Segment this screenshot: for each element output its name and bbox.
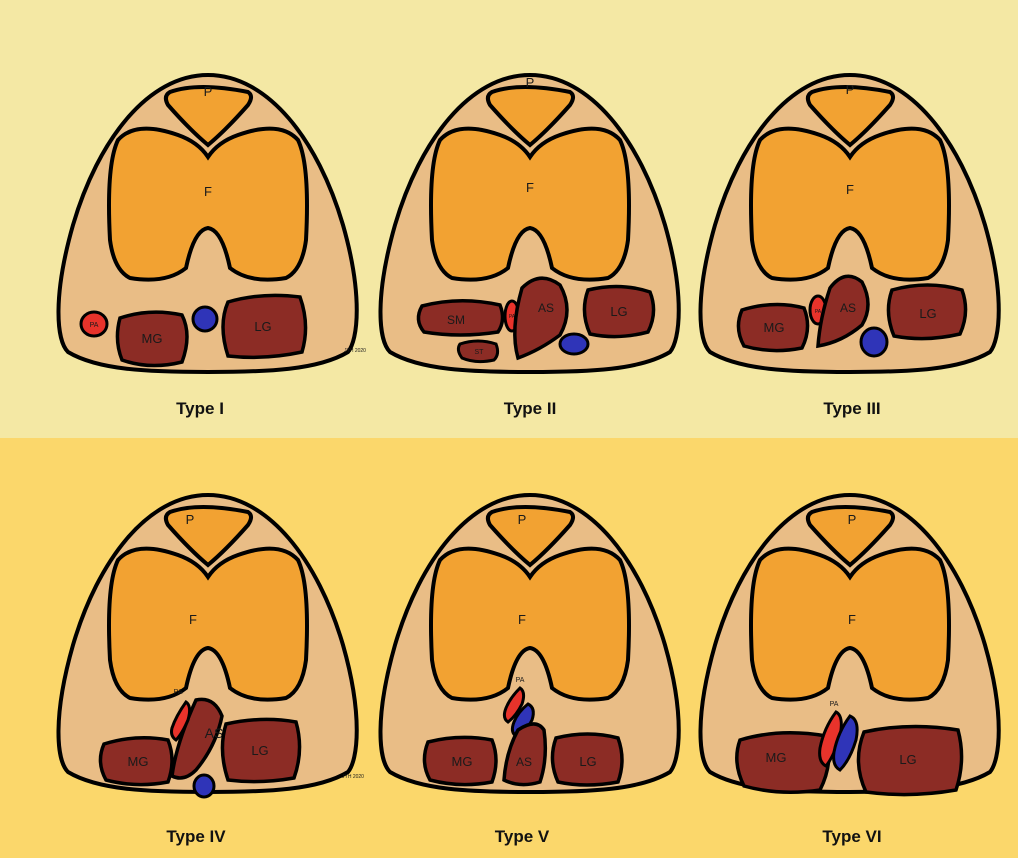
lateral-gastrocnemius-label: LG: [610, 304, 627, 319]
patella-label: P: [848, 512, 857, 527]
popliteal-vein: [194, 775, 214, 797]
medial-gastrocnemius-label: MG: [766, 750, 787, 765]
accessory-slip-label: AS: [538, 301, 554, 315]
patella-label: P: [518, 512, 527, 527]
semitendinosus-label: ST: [475, 349, 485, 356]
panel-title: Type II: [504, 399, 557, 418]
panel-title: Type IV: [166, 827, 226, 846]
artist-signature: JYH 2020: [342, 774, 364, 780]
popliteal-vein: [560, 334, 588, 354]
femur-label: F: [848, 612, 856, 627]
artery-label: PA: [174, 689, 183, 696]
patella-label: P: [846, 82, 855, 97]
accessory-slip-label: AS: [205, 725, 224, 741]
semimembranosus-label: SM: [447, 313, 465, 327]
lateral-gastrocnemius-label: LG: [254, 319, 271, 334]
lateral-gastrocnemius-label: LG: [579, 754, 596, 769]
patella-label: P: [186, 512, 195, 527]
medial-gastrocnemius-label: MG: [452, 754, 473, 769]
panel-title: Type VI: [822, 827, 881, 846]
artery-label: PA: [90, 322, 99, 329]
patella-label: P: [526, 75, 535, 90]
medial-gastrocnemius-label: MG: [128, 754, 149, 769]
panel-title: Type I: [176, 399, 224, 418]
femur-label: F: [204, 184, 212, 199]
lateral-gastrocnemius-label: LG: [251, 743, 268, 758]
accessory-slip-label: AS: [840, 301, 856, 315]
femur-label: F: [189, 612, 197, 627]
patella-label: P: [204, 84, 213, 99]
artist-signature: JYH 2020: [344, 348, 366, 354]
lateral-gastrocnemius-label: LG: [919, 306, 936, 321]
artery-label: PA: [516, 677, 525, 684]
popliteal-vein: [193, 307, 217, 331]
femur-label: F: [846, 182, 854, 197]
panel-title: Type III: [823, 399, 880, 418]
artery-label: PA: [815, 309, 822, 315]
medial-gastrocnemius-label: MG: [142, 331, 163, 346]
medial-gastrocnemius-label: MG: [764, 320, 785, 335]
accessory-slip-label: AS: [516, 755, 532, 769]
femur-label: F: [518, 612, 526, 627]
popliteal-vein: [861, 328, 887, 356]
femur-label: F: [526, 180, 534, 195]
panel-title: Type V: [495, 827, 550, 846]
lateral-gastrocnemius-label: LG: [899, 752, 916, 767]
artery-label: PA: [830, 701, 839, 708]
